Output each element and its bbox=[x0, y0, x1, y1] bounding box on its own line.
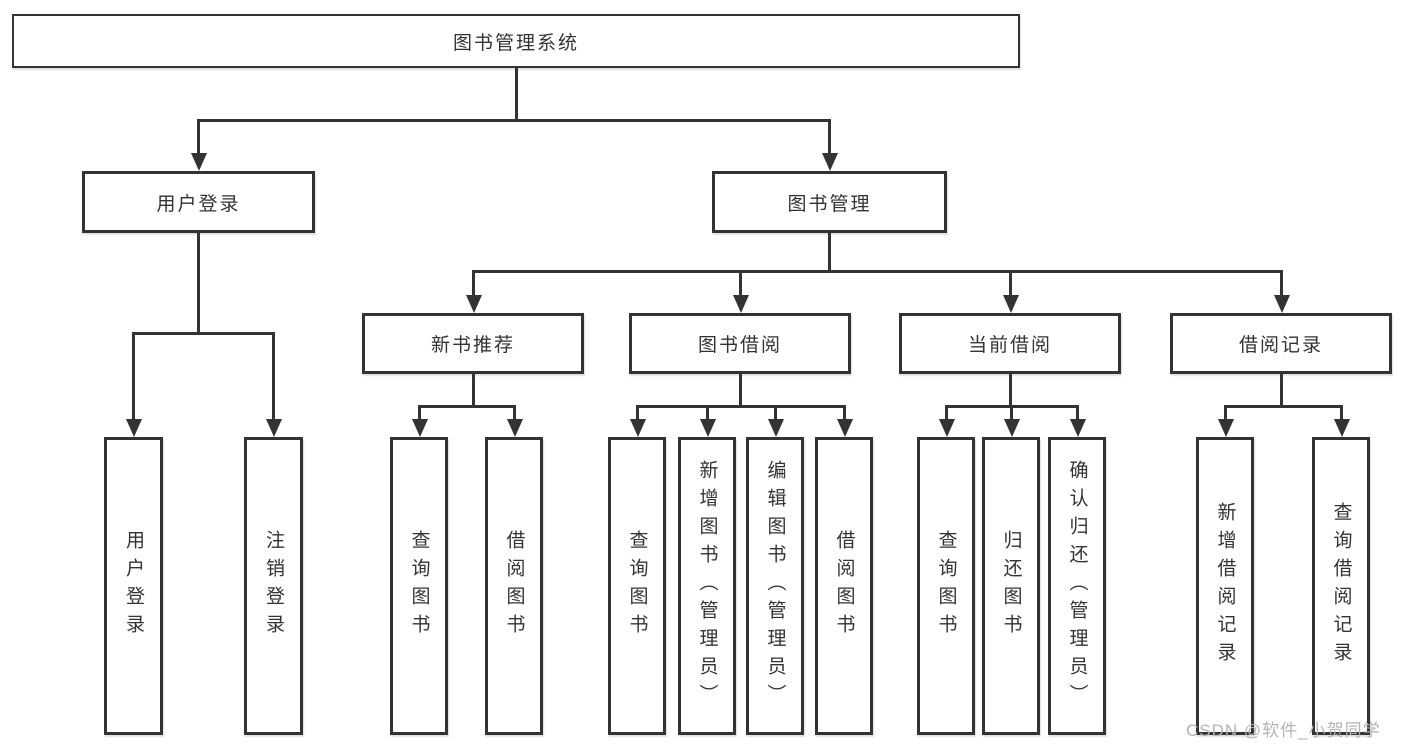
node-label: 归还图书 bbox=[1000, 530, 1022, 642]
arrowhead bbox=[507, 419, 523, 437]
connector-line bbox=[636, 405, 639, 422]
arrowhead bbox=[630, 419, 646, 437]
connector-line bbox=[706, 405, 709, 422]
node-bb-borrow-books: 借阅图书 bbox=[815, 437, 873, 735]
arrowhead bbox=[822, 153, 838, 171]
connector-line bbox=[843, 405, 846, 422]
node-br-query-record: 查询借阅记录 bbox=[1312, 437, 1370, 735]
connector-line bbox=[513, 405, 516, 422]
arrowhead bbox=[1218, 419, 1234, 437]
node-label: 查询借阅记录 bbox=[1330, 502, 1352, 670]
connector-line bbox=[828, 233, 831, 273]
node-bb-edit-books-admin: 编辑图书（管理员） bbox=[746, 437, 804, 735]
arrowhead bbox=[1334, 419, 1350, 437]
node-label: 新书推荐 bbox=[430, 335, 515, 356]
node-new-book-recommendation: 新书推荐 bbox=[362, 313, 584, 374]
node-user-login-leaf: 用户登录 bbox=[104, 437, 163, 735]
connector-line bbox=[828, 119, 831, 157]
node-book-management: 图书管理 bbox=[712, 171, 947, 233]
node-label: 借阅图书 bbox=[503, 530, 525, 642]
connector-line bbox=[1010, 405, 1013, 422]
node-label: 查询图书 bbox=[935, 530, 957, 642]
connector-line bbox=[132, 332, 274, 335]
connector-line bbox=[132, 332, 135, 422]
node-logout: 注销登录 bbox=[244, 437, 303, 735]
node-rec-query-books: 查询图书 bbox=[390, 437, 448, 735]
node-cb-query-books: 查询图书 bbox=[917, 437, 975, 735]
connector-line bbox=[1009, 270, 1012, 299]
connector-line bbox=[197, 119, 831, 122]
connector-line bbox=[1224, 405, 1227, 422]
node-user-login: 用户登录 bbox=[82, 171, 315, 233]
arrowhead bbox=[733, 295, 749, 313]
csdn-watermark: CSDN @软件_小贺同学 bbox=[1186, 721, 1381, 740]
arrowhead bbox=[191, 153, 207, 171]
node-label: 编辑图书（管理员） bbox=[764, 460, 786, 712]
arrowhead bbox=[1004, 419, 1020, 437]
arrowhead bbox=[266, 419, 282, 437]
arrowhead bbox=[126, 419, 142, 437]
node-label: 图书借阅 bbox=[697, 335, 782, 356]
connector-line bbox=[739, 374, 742, 408]
node-borrowing-records: 借阅记录 bbox=[1170, 313, 1392, 374]
node-label: 新增图书（管理员） bbox=[696, 460, 718, 712]
node-br-add-record: 新增借阅记录 bbox=[1196, 437, 1254, 735]
arrowhead bbox=[939, 419, 955, 437]
connector-line bbox=[472, 374, 475, 408]
node-label: 确认归还（管理员） bbox=[1066, 460, 1088, 712]
connector-line bbox=[1009, 374, 1012, 408]
node-label: 用户登录 bbox=[156, 193, 241, 215]
arrowhead bbox=[837, 419, 853, 437]
connector-line bbox=[472, 270, 1282, 273]
node-book-management-system: 图书管理系统 bbox=[12, 14, 1020, 68]
node-bb-add-books-admin: 新增图书（管理员） bbox=[678, 437, 736, 735]
connector-line bbox=[418, 405, 421, 422]
node-label: 用户登录 bbox=[123, 530, 144, 642]
node-rec-borrow-books: 借阅图书 bbox=[485, 437, 543, 735]
node-label: 借阅图书 bbox=[833, 530, 855, 642]
node-book-borrowing: 图书借阅 bbox=[629, 313, 851, 374]
node-label: 查询图书 bbox=[408, 530, 430, 642]
arrowhead bbox=[1070, 419, 1086, 437]
node-bb-query-books: 查询图书 bbox=[608, 437, 666, 735]
node-label: 借阅记录 bbox=[1238, 335, 1323, 356]
node-label: 查询图书 bbox=[626, 530, 648, 642]
arrowhead bbox=[768, 419, 784, 437]
arrowhead bbox=[466, 295, 482, 313]
node-label: 新增借阅记录 bbox=[1214, 502, 1236, 670]
node-current-borrowing: 当前借阅 bbox=[899, 313, 1121, 374]
connector-line bbox=[197, 119, 200, 157]
node-label: 当前借阅 bbox=[967, 335, 1052, 356]
connector-line bbox=[945, 405, 948, 422]
connector-line bbox=[272, 332, 275, 422]
connector-line bbox=[197, 233, 200, 335]
connector-line bbox=[774, 405, 777, 422]
arrowhead bbox=[412, 419, 428, 437]
connector-line bbox=[1076, 405, 1079, 422]
connector-line bbox=[1280, 270, 1283, 299]
arrowhead bbox=[1003, 295, 1019, 313]
connector-line bbox=[1340, 405, 1343, 422]
node-cb-confirm-return-admin: 确认归还（管理员） bbox=[1048, 437, 1106, 735]
node-label: 图书管理 bbox=[787, 193, 872, 215]
connector-line bbox=[1224, 405, 1343, 408]
connector-line bbox=[739, 270, 742, 299]
node-label: 图书管理系统 bbox=[452, 32, 579, 54]
node-cb-return-books: 归还图书 bbox=[982, 437, 1040, 735]
connector-line bbox=[472, 270, 475, 299]
connector-line bbox=[1280, 374, 1283, 408]
arrowhead bbox=[1274, 295, 1290, 313]
connector-line bbox=[418, 405, 516, 408]
arrowhead bbox=[700, 419, 716, 437]
connector-line bbox=[636, 405, 846, 408]
connector-line bbox=[515, 68, 518, 121]
node-label: 注销登录 bbox=[263, 530, 284, 642]
